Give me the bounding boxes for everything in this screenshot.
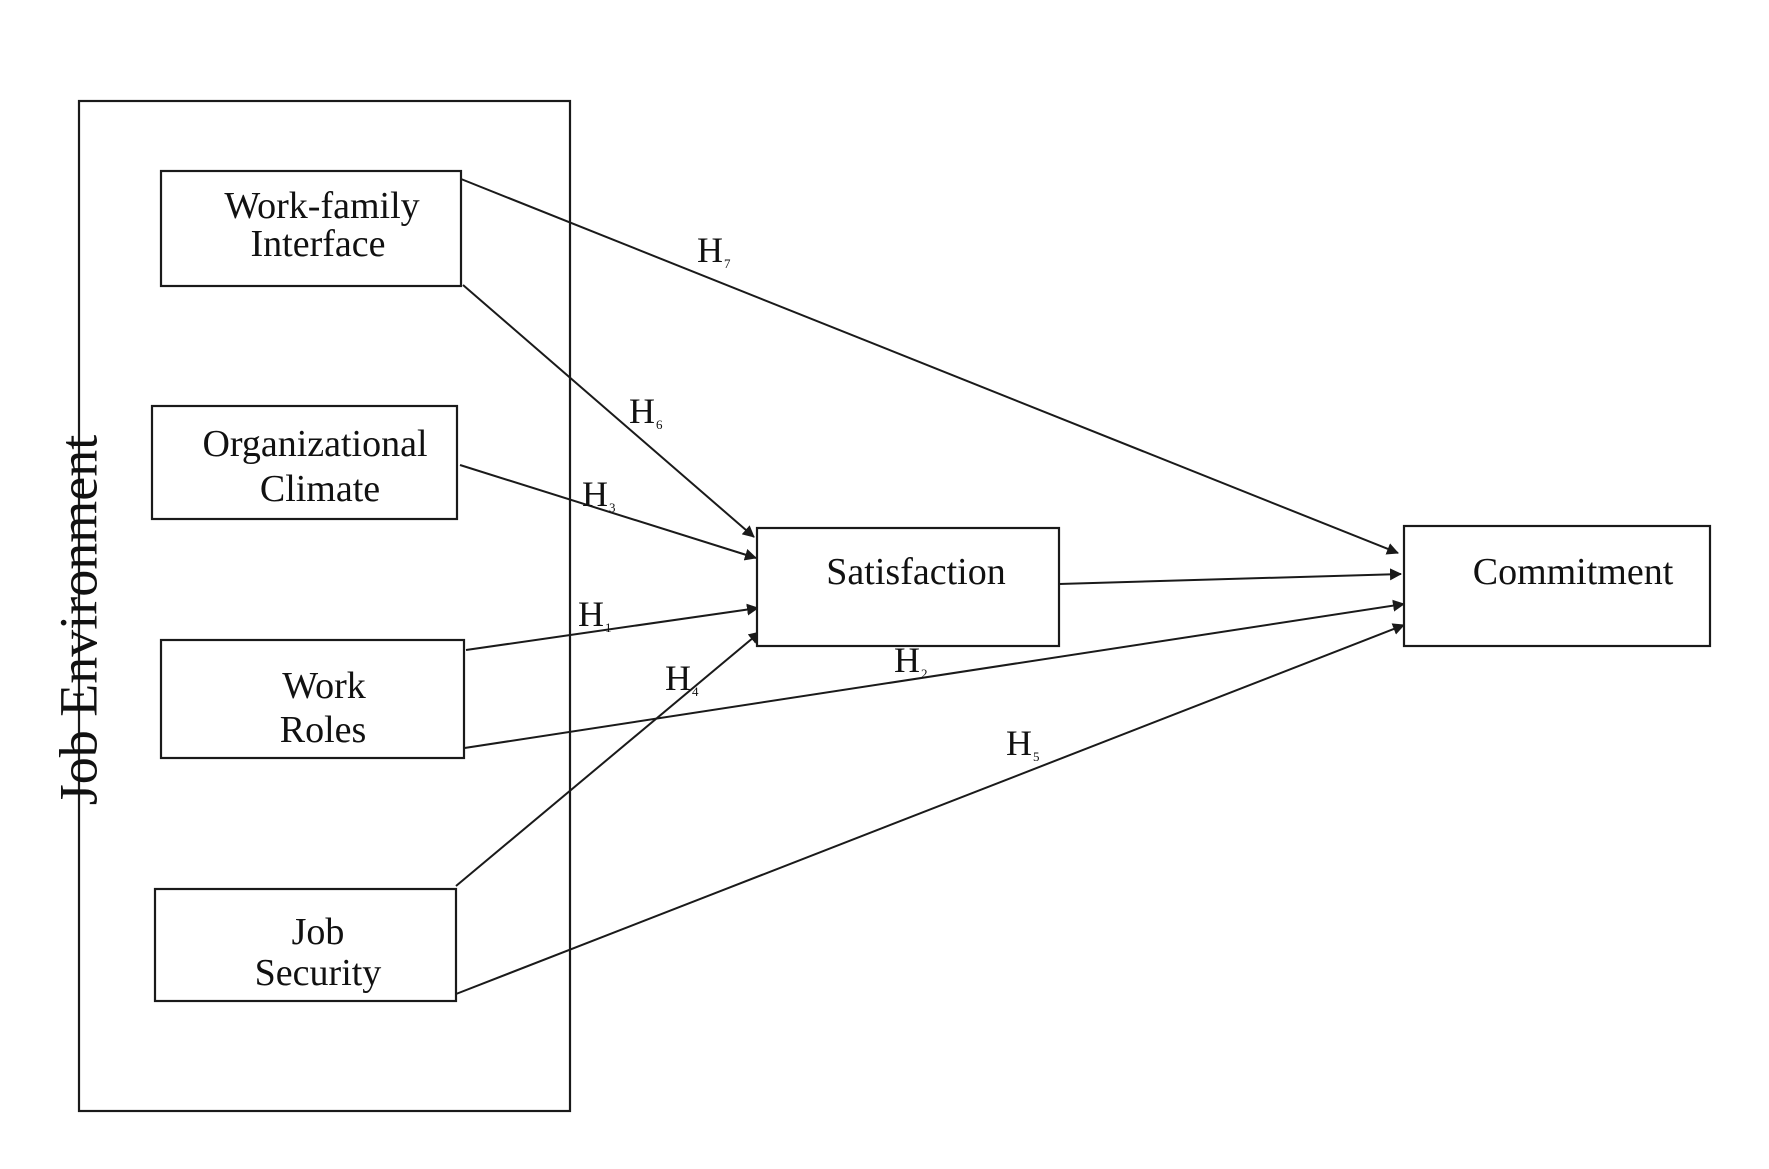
node-label-line: Commitment	[1473, 551, 1674, 593]
hypothesis-number: 3	[609, 500, 616, 515]
node-box	[755, 526, 1061, 648]
node-label-line: Job	[292, 911, 345, 953]
node-label-line: Satisfaction	[826, 551, 1005, 593]
hypothesis-letter: H	[582, 474, 608, 514]
edge-climate-to-satisfaction	[459, 464, 757, 561]
hypothesis-number: 7	[724, 256, 731, 271]
job-environment-frame	[77, 99, 572, 1113]
edge-work-roles-to-commitment	[457, 599, 1405, 750]
hypothesis-number: 1	[605, 620, 612, 635]
hypothesis-number: 5	[1033, 749, 1040, 764]
edge-work-family-to-commitment	[460, 178, 1399, 555]
hypothesis-letter: H	[578, 594, 604, 634]
node-label-line: Work-family	[224, 185, 419, 227]
node-label-line: Security	[255, 952, 382, 994]
hypothesis-letter: H	[697, 230, 723, 270]
node-label-line: Work	[282, 665, 365, 707]
edge-job-security-to-commitment	[455, 623, 1405, 995]
hypothesis-label-h6: H6	[629, 391, 663, 432]
hypothesis-number: 4	[692, 684, 699, 699]
hypothesis-label-h3: H3	[582, 474, 616, 515]
node-box	[159, 638, 466, 760]
edge-work-family-to-satisfaction	[462, 284, 755, 538]
node-box	[150, 404, 459, 521]
node-work-family-interface: Work-family Interface	[159, 169, 463, 288]
hypothesis-letter: H	[1006, 723, 1032, 763]
node-commitment: Commitment	[1402, 524, 1712, 648]
hypothesis-letter: H	[629, 391, 655, 431]
node-organizational-climate: Organizational Climate	[150, 404, 459, 521]
node-box	[153, 887, 458, 1003]
hypothesis-label-h5: H5	[1006, 723, 1040, 764]
hypothesis-label-h7: H7	[697, 230, 731, 271]
hypothesis-label-h4: H4	[665, 658, 699, 699]
node-job-security: Job Security	[153, 887, 458, 1003]
hypothesis-label-h1: H1	[578, 594, 612, 635]
edge-work-roles-to-satisfaction	[465, 603, 759, 651]
node-box	[159, 169, 463, 288]
node-label-line: Interface	[251, 223, 386, 265]
hypothesis-letter: H	[665, 658, 691, 698]
node-box	[1402, 524, 1712, 648]
node-work-roles: Work Roles	[159, 638, 466, 760]
hypothesis-number: 2	[921, 666, 928, 681]
job-environment-label: Job Environment	[48, 435, 108, 805]
edge-layer	[455, 178, 1405, 995]
edge-job-security-to-satisfaction	[455, 631, 761, 887]
node-satisfaction: Satisfaction	[755, 526, 1061, 648]
node-label-line: Organizational	[202, 423, 427, 465]
hypothesis-label-layer: H7 H6 H3 H1 H4 H2 H5	[578, 230, 1040, 764]
edge-satisfaction-to-commitment	[1058, 568, 1402, 585]
hypothesis-number: 6	[656, 417, 663, 432]
node-label-line: Climate	[260, 468, 380, 510]
node-label-line: Roles	[280, 709, 367, 751]
